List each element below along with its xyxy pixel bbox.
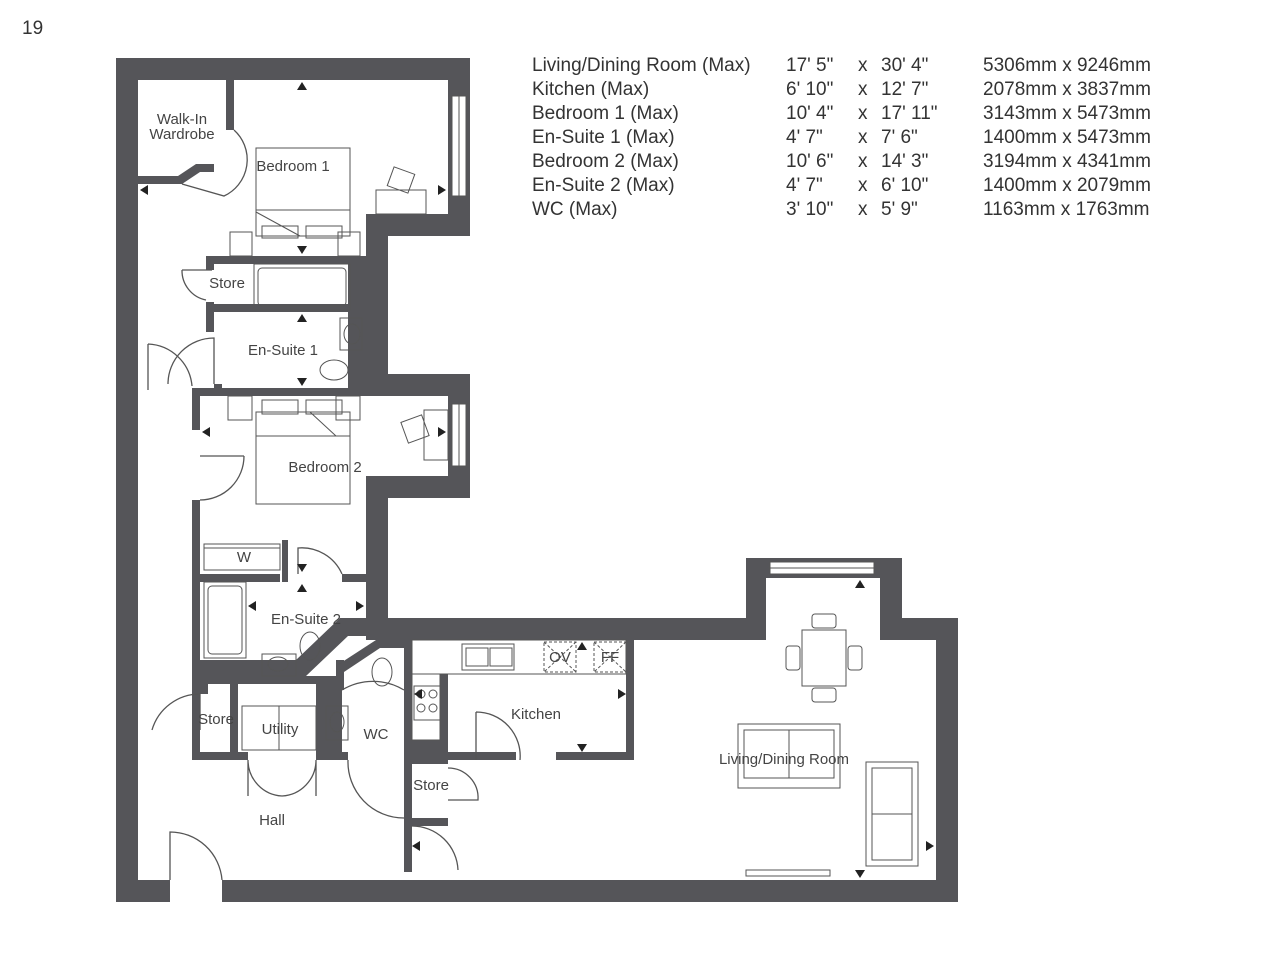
room-name: WC (Max) — [532, 199, 618, 220]
en-suite-1-fixtures — [253, 263, 363, 381]
store-3-label: Store — [413, 777, 449, 794]
table-row: WC (Max) 3' 10" x 5' 9" 1163mm x 1763mm — [532, 198, 1151, 222]
external-walls — [116, 58, 958, 902]
room-size-metric: 1400mm x 5473mm — [983, 127, 1151, 148]
room-dimensions-table: Living/Dining Room (Max) 17' 5" x 30' 4"… — [532, 54, 1151, 222]
utility-fixtures — [241, 705, 317, 751]
dimension-separator: x — [858, 127, 868, 148]
dimension-separator: x — [858, 199, 868, 220]
dimension-separator: x — [858, 151, 868, 172]
oven-label: OV — [549, 649, 571, 666]
room-size-metric: 5306mm x 9246mm — [983, 55, 1151, 76]
dimension-separator: x — [858, 103, 868, 124]
room-width-imperial: 3' 10" — [786, 199, 834, 220]
room-width-imperial: 10' 6" — [786, 151, 834, 172]
dimension-arrows — [140, 82, 934, 878]
wardrobe-rail — [203, 543, 281, 571]
bedroom-1-label: Bedroom 1 — [256, 158, 329, 175]
room-length-imperial: 7' 6" — [881, 127, 918, 148]
table-row: Kitchen (Max) 6' 10" x 12' 7" 2078mm x 3… — [532, 78, 1151, 102]
en-suite-1-label: En-Suite 1 — [248, 342, 318, 359]
plot-number: 19 — [22, 18, 44, 39]
kitchen-label: Kitchen — [511, 706, 561, 723]
walk-in-wardrobe-label: Walk-In — [157, 111, 207, 128]
room-size-metric: 1163mm x 1763mm — [983, 199, 1150, 220]
store-1-label: Store — [209, 275, 245, 292]
room-length-imperial: 17' 11" — [881, 103, 938, 124]
room-length-imperial: 5' 9" — [881, 199, 918, 220]
dimension-separator: x — [858, 55, 868, 76]
room-name: En-Suite 2 (Max) — [532, 175, 675, 196]
room-size-metric: 3194mm x 4341mm — [983, 151, 1151, 172]
wc-fixtures — [325, 657, 393, 741]
living-dining-furniture — [737, 613, 919, 867]
room-name: En-Suite 1 (Max) — [532, 127, 675, 148]
room-length-imperial: 14' 3" — [881, 151, 929, 172]
table-row: Living/Dining Room (Max) 17' 5" x 30' 4"… — [532, 54, 1151, 78]
en-suite-2-fixtures — [203, 581, 321, 677]
room-name: Bedroom 1 (Max) — [532, 103, 679, 124]
walk-in-wardrobe-label: Wardrobe — [149, 126, 214, 143]
room-width-imperial: 4' 7" — [786, 127, 823, 148]
table-row: En-Suite 1 (Max) 4' 7" x 7' 6" 1400mm x … — [532, 126, 1151, 150]
room-size-metric: 2078mm x 3837mm — [983, 79, 1151, 100]
doors — [147, 129, 521, 881]
bedroom-1-furniture — [229, 147, 427, 257]
room-size-metric: 3143mm x 5473mm — [983, 103, 1151, 124]
room-size-metric: 1400mm x 2079mm — [983, 175, 1151, 196]
room-labels: Walk-In Wardrobe Bedroom 1 Store En-Suit… — [149, 111, 849, 829]
fridge-freezer-label: FF — [601, 649, 619, 666]
dimension-separator: x — [858, 79, 868, 100]
bedroom-2-furniture — [227, 395, 449, 505]
bedroom-2-label: Bedroom 2 — [288, 459, 361, 476]
room-width-imperial: 4' 7" — [786, 175, 823, 196]
windows — [451, 95, 875, 877]
en-suite-2-label: En-Suite 2 — [271, 611, 341, 628]
living-dining-room-label: Living/Dining Room — [719, 751, 849, 768]
dimension-separator: x — [858, 175, 868, 196]
room-width-imperial: 6' 10" — [786, 79, 834, 100]
room-width-imperial: 10' 4" — [786, 103, 834, 124]
store-2-label: Store — [198, 711, 234, 728]
room-length-imperial: 6' 10" — [881, 175, 929, 196]
table-row: En-Suite 2 (Max) 4' 7" x 6' 10" 1400mm x… — [532, 174, 1151, 198]
wardrobe-label: W — [237, 549, 252, 566]
table-row: Bedroom 1 (Max) 10' 4" x 17' 11" 3143mm … — [532, 102, 1151, 126]
hall-label: Hall — [259, 812, 285, 829]
wc-label: WC — [364, 726, 389, 743]
room-width-imperial: 17' 5" — [786, 55, 834, 76]
utility-label: Utility — [262, 721, 299, 738]
room-name: Kitchen (Max) — [532, 79, 650, 100]
kitchen-fixtures — [411, 639, 627, 741]
room-name: Bedroom 2 (Max) — [532, 151, 679, 172]
room-length-imperial: 12' 7" — [881, 79, 929, 100]
room-name: Living/Dining Room (Max) — [532, 55, 751, 76]
table-row: Bedroom 2 (Max) 10' 6" x 14' 3" 3194mm x… — [532, 150, 1151, 174]
room-length-imperial: 30' 4" — [881, 55, 929, 76]
